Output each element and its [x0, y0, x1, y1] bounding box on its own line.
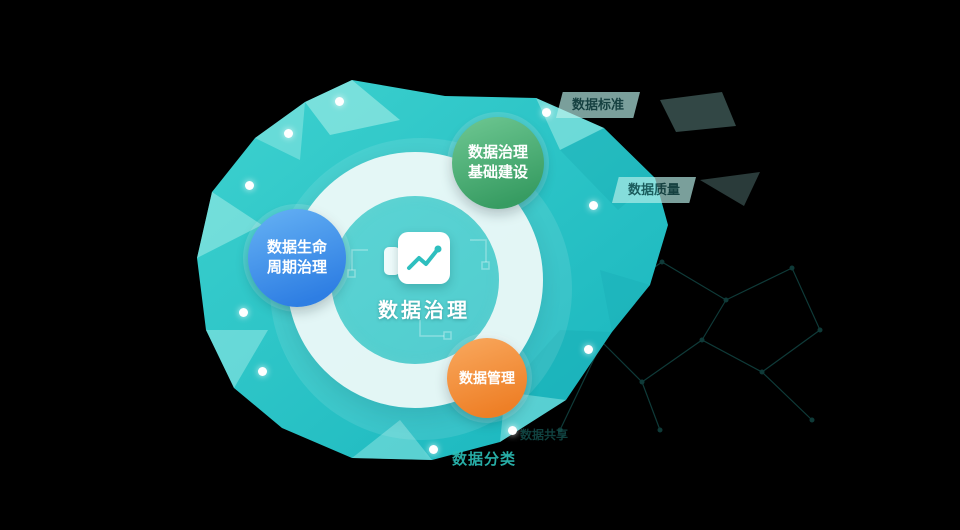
- tag-data-classification: 数据分类: [452, 451, 517, 468]
- node-governance-foundation: 数据治理 基础建设: [452, 117, 544, 209]
- node-label: 数据生命 周期治理: [266, 238, 327, 276]
- glow-dot: [584, 345, 593, 354]
- glow-dot: [239, 308, 248, 317]
- tag-facets: [660, 92, 760, 206]
- tag-data-standard: 数据标准: [556, 92, 641, 118]
- line-chart-glyph: [407, 245, 442, 270]
- center-icon-group: [382, 230, 456, 290]
- glow-dot: [284, 129, 293, 138]
- diagram-title: 数据治理: [378, 300, 470, 322]
- faint-network: [557, 259, 823, 433]
- line-chart-icon: [398, 232, 450, 284]
- glow-dot: [508, 426, 517, 435]
- glow-dot: [542, 108, 551, 117]
- tag-data-quality: 数据质量: [612, 177, 697, 203]
- tag-data-sharing: 数据共享: [520, 428, 569, 442]
- node-data-management: 数据管理: [447, 338, 527, 418]
- glow-dot: [335, 97, 344, 106]
- glow-dot: [429, 445, 438, 454]
- node-label: 数据治理 基础建设: [467, 143, 528, 181]
- card-back-shape: [384, 247, 400, 275]
- glow-dot: [245, 181, 254, 190]
- glow-dot: [589, 201, 598, 210]
- node-label: 数据管理: [459, 369, 515, 386]
- node-data-lifecycle-governance: 数据生命 周期治理: [248, 209, 346, 307]
- glow-dot: [258, 367, 267, 376]
